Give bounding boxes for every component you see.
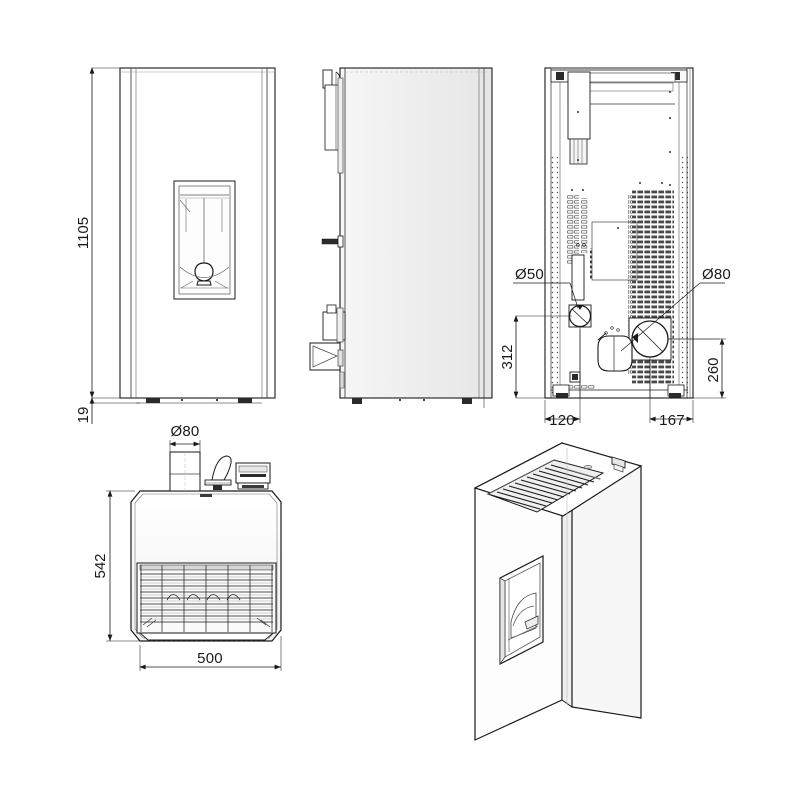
side-cable-port xyxy=(321,235,344,248)
dimension-rear-260: 260 xyxy=(668,338,726,399)
top-grille xyxy=(136,562,277,634)
dimension-top-542: 542 xyxy=(92,490,146,642)
dimension-rear-167: 167 xyxy=(649,360,694,429)
dimension-front-foot: 19 xyxy=(75,397,140,424)
dim-label-19: 19 xyxy=(75,407,92,424)
front-elevation-view: 1105 19 xyxy=(75,67,276,424)
top-hopper-handle xyxy=(204,455,232,490)
top-control-panel xyxy=(235,462,271,490)
front-window xyxy=(173,180,236,300)
side-feet xyxy=(345,397,487,408)
dim-label-120: 120 xyxy=(549,412,575,429)
dim-label-500: 500 xyxy=(197,650,223,667)
perspective-view xyxy=(473,442,643,741)
dim-label-dia80: Ø80 xyxy=(702,266,731,283)
top-view: Ø80 542 500 xyxy=(92,423,282,671)
dim-label-top-dia80: Ø80 xyxy=(171,423,200,440)
rear-top-assembly xyxy=(550,69,688,186)
dim-label-dia50: Ø50 xyxy=(515,266,544,283)
dimension-front-height: 1105 xyxy=(75,67,124,399)
dim-label-167: 167 xyxy=(659,412,685,429)
callout-dia-50: Ø50 xyxy=(513,266,579,309)
rear-port-50 xyxy=(568,304,592,398)
rear-feet xyxy=(545,384,693,399)
side-flue-assembly xyxy=(309,304,346,389)
front-feet xyxy=(136,397,262,404)
top-flue-pipe xyxy=(169,451,201,492)
dim-label-312: 312 xyxy=(499,344,516,369)
callout-dia-80: Ø80 xyxy=(620,266,731,352)
dimension-rear-120: 120 xyxy=(544,330,581,429)
dimension-top-dia80: Ø80 xyxy=(169,423,201,452)
dimension-top-500: 500 xyxy=(139,636,282,671)
dim-label-260: 260 xyxy=(705,357,722,382)
rear-view: Ø50 Ø80 312 260 120 xyxy=(499,67,731,429)
dimension-rear-312: 312 xyxy=(499,315,572,399)
perspective-window xyxy=(499,555,544,666)
perspective-top-grille xyxy=(486,459,605,513)
side-hopper-hinge xyxy=(322,69,344,174)
rear-elbow xyxy=(597,326,633,372)
dim-label-1105: 1105 xyxy=(75,217,92,249)
side-elevation-view xyxy=(309,67,493,408)
dim-label-542: 542 xyxy=(92,553,109,578)
